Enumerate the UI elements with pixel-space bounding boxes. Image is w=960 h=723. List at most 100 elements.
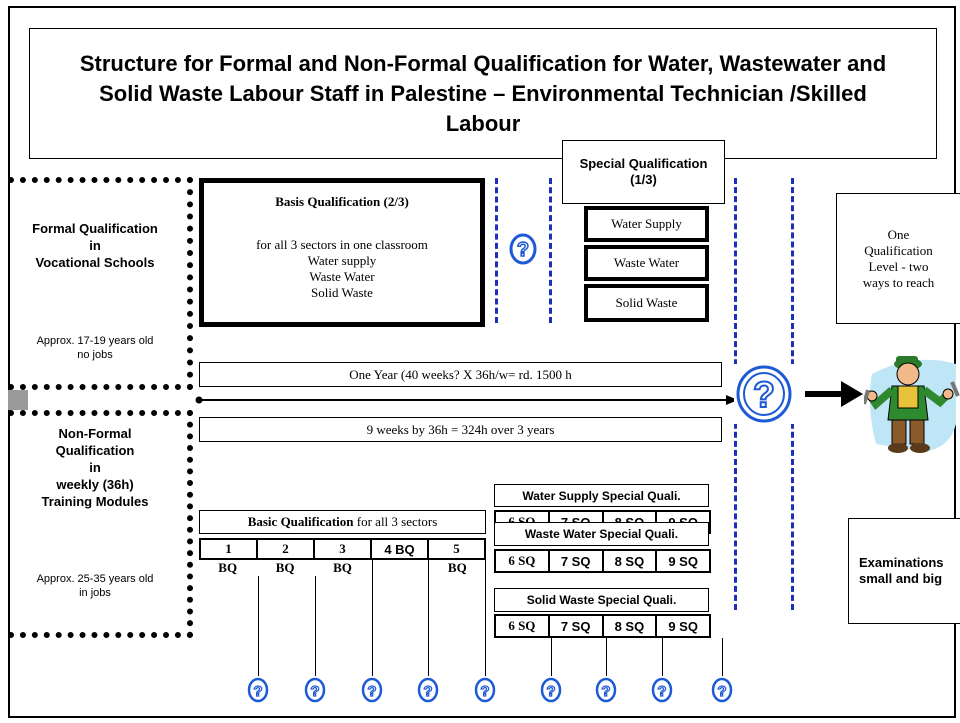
- formal-section-box: [8, 177, 193, 390]
- nine-weeks-box: 9 weeks by 36h = 324h over 3 years: [199, 417, 722, 442]
- basic-nf-below: BQ BQ BQ BQ: [199, 560, 486, 576]
- outcome-box: One Qualification Level - two ways to re…: [836, 193, 960, 324]
- basic-nf-heading-rest: for all 3 sectors: [353, 514, 438, 529]
- special-heading: Special Qualification (1/3): [579, 156, 708, 187]
- svg-text:?: ?: [546, 683, 555, 700]
- connector-line: [606, 638, 607, 676]
- worker-icon: [864, 356, 960, 453]
- svg-text:?: ?: [310, 683, 319, 700]
- basic-nf-cell: 2: [256, 540, 313, 558]
- basis-line1: for all 3 sectors in one classroom: [256, 237, 428, 252]
- dashed-line-2: [549, 178, 552, 323]
- formal-age-line1: Approx. 17-19 years old: [36, 335, 154, 347]
- special-item-label: Water Supply: [611, 216, 682, 231]
- basic-nf-cells: 1 2 3 4 BQ 5: [199, 538, 486, 560]
- question-icon: ?: [540, 677, 562, 703]
- connector-line: [428, 560, 429, 676]
- formal-label: Formal Qualification in Vocational Schoo…: [10, 220, 180, 271]
- exam-line2: small and big: [859, 571, 943, 586]
- outcome-text: One Qualification Level - two ways to re…: [862, 226, 935, 290]
- sq-cell: 7 SQ: [547, 551, 602, 571]
- sq-cell: 8 SQ: [601, 616, 656, 636]
- sq-group-heading: Solid Waste Special Quali.: [494, 588, 709, 612]
- basic-nf-below-label: BQ: [333, 560, 352, 575]
- special-item-water-supply: Water Supply: [584, 206, 709, 242]
- sq-cell: 6 SQ: [508, 618, 536, 633]
- nonformal-label: Non-Formal Qualification in weekly (36h)…: [10, 425, 180, 510]
- question-icon: ?: [509, 233, 537, 265]
- sq-cell: 9 SQ: [655, 616, 709, 636]
- basic-nf-below-label: BQ: [447, 560, 467, 575]
- connector-line: [372, 560, 373, 676]
- connector-line: [662, 638, 663, 676]
- sq-group-heading: Water Supply Special Quali.: [494, 484, 709, 507]
- svg-text:?: ?: [753, 374, 775, 415]
- nonformal-age-line2: in jobs: [79, 587, 111, 599]
- connector-line: [485, 560, 486, 676]
- basis-line4: Solid Waste: [311, 285, 373, 300]
- basic-nf-heading-bold: Basic Qualification: [247, 514, 354, 529]
- basis-body: for all 3 sectors in one classroom Water…: [204, 237, 480, 301]
- question-icon: ?: [474, 677, 496, 703]
- dashed-line-1: [495, 178, 498, 323]
- svg-text:?: ?: [480, 683, 489, 700]
- nonformal-label-line3: in: [89, 460, 101, 475]
- timeline-arrow: [195, 395, 738, 405]
- svg-text:?: ?: [423, 683, 432, 700]
- question-icon: ?: [417, 677, 439, 703]
- formal-age-line2: no jobs: [77, 349, 113, 361]
- nonformal-label-line1: Non-Formal: [58, 426, 132, 441]
- special-heading-box: Special Qualification (1/3): [562, 140, 725, 204]
- nonformal-label-line2: Qualification: [55, 443, 135, 458]
- question-icon: ?: [595, 677, 617, 703]
- formal-label-line2: in: [89, 238, 101, 253]
- slide-frame: [8, 6, 956, 718]
- question-icon: ?: [304, 677, 326, 703]
- connector-line: [315, 576, 316, 676]
- question-icon: ?: [247, 677, 269, 703]
- question-icon: ?: [711, 677, 733, 703]
- basis-line3: Waste Water: [309, 269, 375, 284]
- svg-text:?: ?: [601, 683, 610, 700]
- basic-nf-below-label: BQ: [218, 560, 238, 575]
- svg-text:?: ?: [657, 683, 666, 700]
- svg-text:?: ?: [253, 683, 262, 700]
- one-year-box: One Year (40 weeks? X 36h/w= rd. 1500 h: [199, 362, 722, 387]
- sq-group-row: 6 SQ 7 SQ 8 SQ 9 SQ: [494, 549, 711, 573]
- basic-nf-cell: 1: [225, 541, 232, 556]
- special-item-solid-waste: Solid Waste: [584, 284, 709, 322]
- one-year-text: One Year (40 weeks? X 36h/w= rd. 1500 h: [349, 366, 572, 382]
- arrow-right-icon: [805, 381, 863, 407]
- connector-line: [722, 638, 723, 676]
- basic-nf-below-label: BQ: [275, 560, 295, 575]
- svg-text:?: ?: [717, 683, 726, 700]
- special-item-label: Solid Waste: [615, 295, 678, 310]
- svg-text:?: ?: [367, 683, 376, 700]
- grey-square: [8, 390, 28, 410]
- special-item-waste-water: Waste Water: [584, 245, 709, 281]
- connector-line: [551, 638, 552, 676]
- sq-cell: 6 SQ: [508, 553, 536, 568]
- nonformal-label-line5: Training Modules: [41, 494, 149, 509]
- formal-label-line1: Formal Qualification: [32, 221, 158, 236]
- basic-nf-below-label: [371, 560, 428, 576]
- sq-group-row: 6 SQ 7 SQ 8 SQ 9 SQ: [494, 614, 711, 638]
- question-icon: ?: [651, 677, 673, 703]
- basic-nf-cell: 4 BQ: [370, 540, 427, 558]
- page-title: Structure for Formal and Non-Formal Qual…: [79, 50, 887, 136]
- question-icon: ?: [361, 677, 383, 703]
- big-question-icon: ?: [734, 364, 794, 424]
- sq-cell: 9 SQ: [655, 551, 709, 571]
- title-box: Structure for Formal and Non-Formal Qual…: [29, 28, 937, 159]
- nonformal-section-box: [8, 410, 193, 638]
- exam-box: Examinations small and big: [848, 518, 960, 624]
- nonformal-label-line4: weekly (36h): [56, 477, 134, 492]
- formal-age: Approx. 17-19 years old no jobs: [10, 334, 180, 362]
- basic-nf-heading-box: Basic Qualification for all 3 sectors: [199, 510, 486, 534]
- nine-weeks-text: 9 weeks by 36h = 324h over 3 years: [366, 421, 555, 437]
- special-item-label: Waste Water: [613, 255, 680, 270]
- basis-heading: Basis Qualification (2/3): [275, 194, 409, 209]
- sq-cell: 8 SQ: [601, 551, 656, 571]
- sq-cell: 7 SQ: [547, 616, 602, 636]
- svg-text:?: ?: [517, 239, 529, 261]
